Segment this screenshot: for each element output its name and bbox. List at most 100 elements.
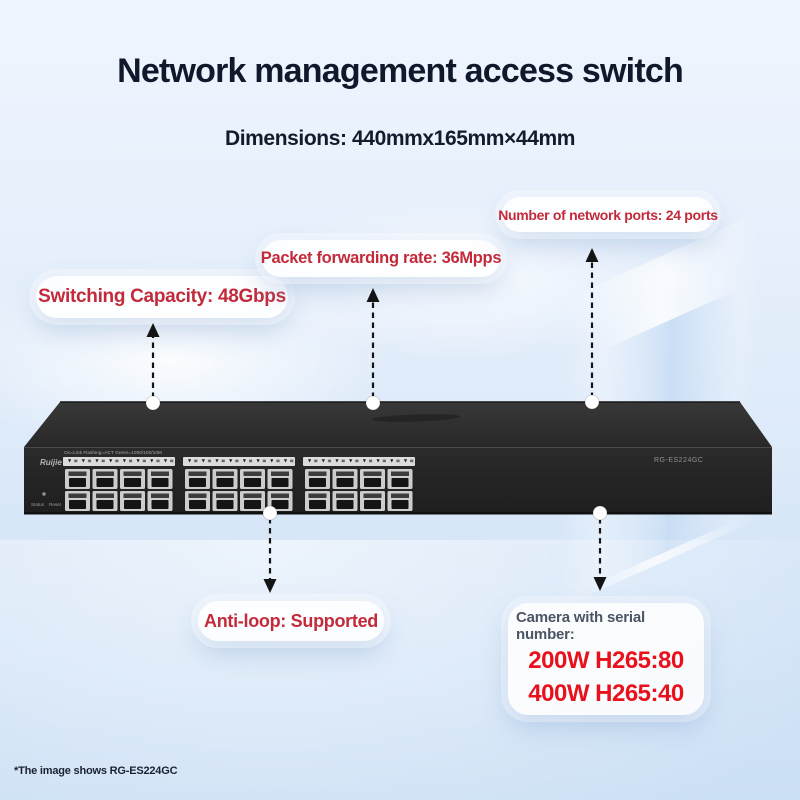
ports-layer	[63, 457, 415, 511]
rj45-contacts	[123, 493, 142, 498]
rj45-contacts	[271, 493, 289, 498]
port-number-mark	[235, 459, 239, 463]
port-led-mark-icon	[308, 459, 312, 463]
status-led	[42, 492, 46, 496]
rj45-slot	[96, 500, 114, 509]
port-led-mark-icon	[403, 459, 408, 463]
port-number-mark	[341, 459, 345, 463]
rj45-contacts	[336, 471, 354, 476]
rj45-contacts	[336, 493, 354, 498]
port-led-strip	[63, 457, 175, 466]
rj45-slot	[391, 500, 409, 509]
port-led-mark-icon	[390, 459, 394, 463]
rj45-slot	[96, 478, 114, 487]
port-number-mark	[355, 459, 359, 463]
rj45-contacts	[363, 493, 382, 498]
rj45-contacts	[243, 471, 262, 476]
led-legend: On=Link Flashing=ACT Green=1000/100/10M	[64, 450, 162, 456]
rj45-contacts	[216, 493, 234, 498]
port-number-mark	[290, 459, 294, 463]
switch-device: Ruijie 锐捷 Status Reset On=Link Flashing=…	[24, 401, 772, 515]
rj45-slot	[364, 478, 381, 487]
rj45-slot	[189, 478, 206, 487]
rj45-contacts	[308, 471, 327, 476]
port-led-mark-icon	[256, 459, 260, 463]
port-number-mark	[87, 459, 92, 463]
rj45-slot	[271, 478, 289, 487]
rj45-contacts	[188, 493, 207, 498]
port-number-mark	[115, 459, 119, 463]
port-number-mark	[369, 459, 373, 463]
rj45-contacts	[391, 471, 409, 476]
camera-line-400w: 400W H265:40	[528, 680, 684, 707]
status-label: Status	[31, 502, 45, 507]
port-led-strip	[303, 457, 415, 466]
port-number-mark	[410, 459, 414, 463]
rj45-slot	[151, 478, 169, 487]
camera-line-200w: 200W H265:80	[528, 646, 684, 674]
embossed-logo	[372, 414, 460, 422]
model-number: RG-ES224GC	[654, 457, 703, 464]
port-led-mark-icon	[68, 459, 72, 463]
rj45-slot	[69, 500, 86, 509]
rj45-contacts	[151, 493, 169, 498]
dimensions-subtitle: Dimensions: 440mmx165mm×44mm	[224, 127, 576, 150]
port-led-mark-icon	[242, 459, 246, 463]
rj45-contacts	[216, 471, 234, 476]
port-led-mark-icon	[229, 459, 233, 463]
rj45-contacts	[123, 471, 142, 476]
rj45-slot	[124, 500, 141, 509]
camera-label: Camera with serial number:	[516, 608, 645, 643]
rj45-slot	[151, 500, 169, 509]
rj45-slot	[124, 478, 141, 487]
rj45-slot	[391, 478, 409, 487]
port-number-mark	[262, 459, 266, 463]
rj45-slot	[336, 500, 354, 509]
rj45-slot	[364, 500, 381, 509]
rj45-contacts	[68, 471, 87, 476]
footer-disclaimer: *The image shows RG-ES224GC	[14, 765, 178, 777]
port-number-mark	[249, 459, 253, 463]
port-number-mark	[221, 459, 225, 463]
port-number-mark	[129, 459, 133, 463]
port-number-mark	[207, 459, 212, 463]
page-title: Network management access switch	[117, 52, 684, 90]
port-led-mark-icon	[201, 459, 205, 463]
port-led-mark-icon	[321, 459, 325, 463]
port-number-mark	[327, 459, 332, 463]
port-led-mark-icon	[136, 459, 140, 463]
port-led-mark-icon	[376, 459, 380, 463]
port-number-mark	[314, 459, 318, 463]
callout-network-ports: Number of network ports: 24 ports	[498, 197, 718, 232]
port-number-mark	[194, 459, 198, 463]
callout-camera-capacity: Camera with serial number: 200W H265:80 …	[508, 603, 704, 715]
port-led-mark-icon	[95, 459, 99, 463]
rj45-contacts	[151, 471, 169, 476]
rj45-slot	[336, 478, 354, 487]
rj45-slot	[244, 500, 261, 509]
callout-anti-loop: Anti-loop: Supported	[198, 601, 384, 641]
port-number-mark	[74, 459, 78, 463]
brand-logo: Ruijie 锐捷	[40, 458, 82, 467]
port-number-mark	[101, 459, 105, 463]
rj45-contacts	[271, 471, 289, 476]
port-led-mark-icon	[270, 459, 274, 463]
port-led-mark-icon	[335, 459, 339, 463]
rj45-slot	[216, 500, 234, 509]
rj45-contacts	[68, 493, 87, 498]
rj45-slot	[271, 500, 289, 509]
port-led-mark-icon	[349, 459, 353, 463]
rj45-slot	[216, 478, 234, 487]
port-led-strip	[183, 457, 295, 466]
port-led-mark-icon	[283, 459, 288, 463]
port-number-mark	[396, 459, 400, 463]
rj45-contacts	[308, 493, 327, 498]
callout-packet-forwarding: Packet forwarding rate: 36Mpps	[261, 240, 502, 277]
port-number-mark	[142, 459, 146, 463]
port-number-mark	[156, 459, 160, 463]
rj45-slot	[309, 500, 326, 509]
port-led-mark-icon	[109, 459, 113, 463]
rj45-slot	[189, 500, 206, 509]
port-led-mark-icon	[81, 459, 85, 463]
